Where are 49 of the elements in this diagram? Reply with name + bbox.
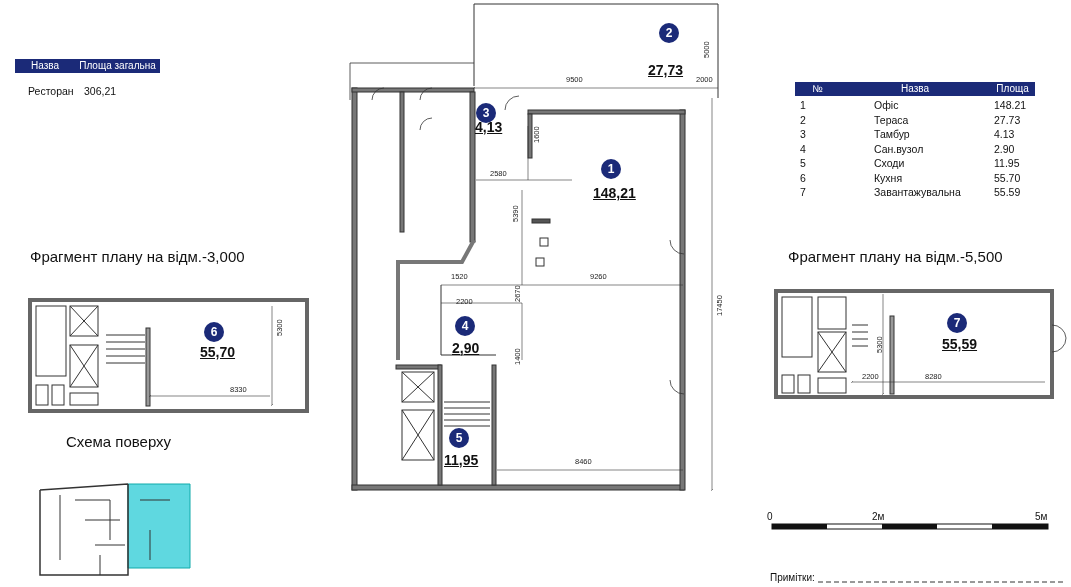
room-area-label: 2,90 [452,341,480,355]
table-text: 4 [800,143,806,154]
callout-number: 6 [204,322,224,342]
table-text: Ресторан [28,86,74,97]
column-header: Площа загальна [75,59,160,73]
callout-number: 4 [455,316,475,336]
table-text: 6 [800,172,806,183]
table-text: 55.59 [994,187,1021,198]
column-header: Назва [15,59,75,73]
table-text: Сан.вузол [874,143,924,154]
table-text: Кухня [874,172,903,183]
table-text: Тераса [874,114,909,125]
table-text: 11.95 [994,158,1020,169]
table-text: Офіс [874,100,899,111]
room-area-label: 55,59 [942,337,978,351]
callout-number: 7 [947,313,967,333]
scale-label: 5м [1035,512,1048,522]
table-text: 3 [800,129,806,140]
table-text: Тамбур [874,129,910,140]
plan-heading: Фрагмент плану на відм.-3,000 [30,249,245,264]
table-text: 2 [800,114,806,125]
table-text: 148.21 [994,100,1027,111]
column-header: № [795,82,840,96]
room-area-label: 4,13 [475,120,503,134]
table-text: 55.70 [994,172,1021,183]
callout-number: 1 [601,159,621,179]
table-text: 2.90 [994,143,1015,154]
room-area-label: 148,21 [593,186,636,200]
scale-label: 0 [767,512,773,522]
table-text: 4.13 [994,129,1015,140]
table-text: 7 [800,187,806,198]
room-area-label: 27,73 [648,63,684,77]
column-header: Назва [840,82,990,96]
table-text: 306,21 [84,86,117,97]
room-area-label: 11,95 [444,453,479,467]
callout-number: 2 [659,23,679,43]
table-text: Завантажувальна [874,187,961,198]
callout-number: 3 [476,103,496,123]
column-header: Площа [990,82,1035,96]
room-area-label: 55,70 [200,345,236,359]
table-text: 27.73 [994,114,1021,125]
callout-number: 5 [449,428,469,448]
plan-heading: Фрагмент плану на відм.-5,500 [788,249,1003,264]
table-text: 5 [800,158,806,169]
table-text: 1 [800,100,806,111]
table-text: Сходи [874,158,905,169]
plan-heading: Схема поверху [66,434,172,449]
notes-label: Примітки: [770,573,815,583]
scale-label: 2м [872,512,885,522]
